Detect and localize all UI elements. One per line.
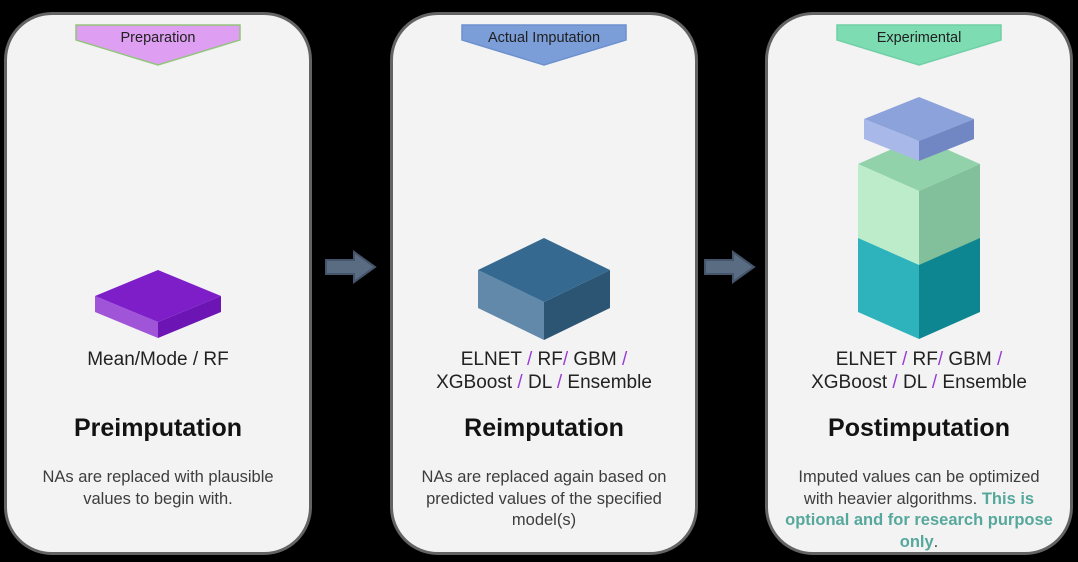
icon-area <box>7 270 309 340</box>
green-cube <box>858 137 980 265</box>
stacked-cubes-icon <box>858 97 980 339</box>
icon-area <box>393 238 695 342</box>
model-list: Mean/Mode / RF <box>87 349 229 370</box>
stage-description: Imputed values can be optimized with hea… <box>783 467 1055 553</box>
description-text: NAs are replaced again based on predicte… <box>421 468 667 529</box>
banner-ribbon-shape <box>75 24 241 66</box>
arrow-right-icon <box>325 250 377 284</box>
blue-slab <box>864 97 974 161</box>
description-text: Imputed values can be optimized with hea… <box>798 468 1040 508</box>
model-list: ELNET / RF/ GBM /XGBoost / DL / Ensemble <box>811 349 1027 393</box>
banner-actual-imputation: Actual Imputation <box>461 24 627 66</box>
panel-postimputation: Experimental <box>765 12 1073 555</box>
banner-label: Preparation <box>120 30 196 46</box>
flat-box-icon <box>95 270 221 338</box>
stage-description: NAs are replaced again based on predicte… <box>408 467 680 532</box>
banner-experimental: Experimental <box>836 24 1002 66</box>
stage-title: Reimputation <box>464 414 624 442</box>
description-highlight: This is optional and for research purpos… <box>785 489 1053 551</box>
banner-preparation: Preparation <box>75 24 241 66</box>
banner-ribbon-shape <box>461 24 627 66</box>
stage-description: NAs are replaced with plausible values t… <box>22 467 294 510</box>
description-text: NAs are replaced with plausible values t… <box>42 468 274 508</box>
stage-title: Preimputation <box>73 414 243 442</box>
banner-label: Experimental <box>876 30 962 46</box>
description-suffix: . <box>933 532 939 551</box>
banner-ribbon-shape <box>836 24 1002 66</box>
stage-title: Postimputation <box>828 414 1010 442</box>
arrow-right-icon <box>704 250 756 284</box>
banner-label: Actual Imputation <box>487 30 601 46</box>
panel-reimputation: Actual Imputation ELNET / RF/ GBM /XGBoo… <box>390 12 698 555</box>
model-list: ELNET / RF/ GBM /XGBoost / DL / Ensemble <box>436 349 652 393</box>
panel-preimputation: Preparation Mean/Mode / RF Preimputation… <box>4 12 312 555</box>
icon-area <box>768 97 1070 339</box>
cube-icon <box>478 238 610 340</box>
